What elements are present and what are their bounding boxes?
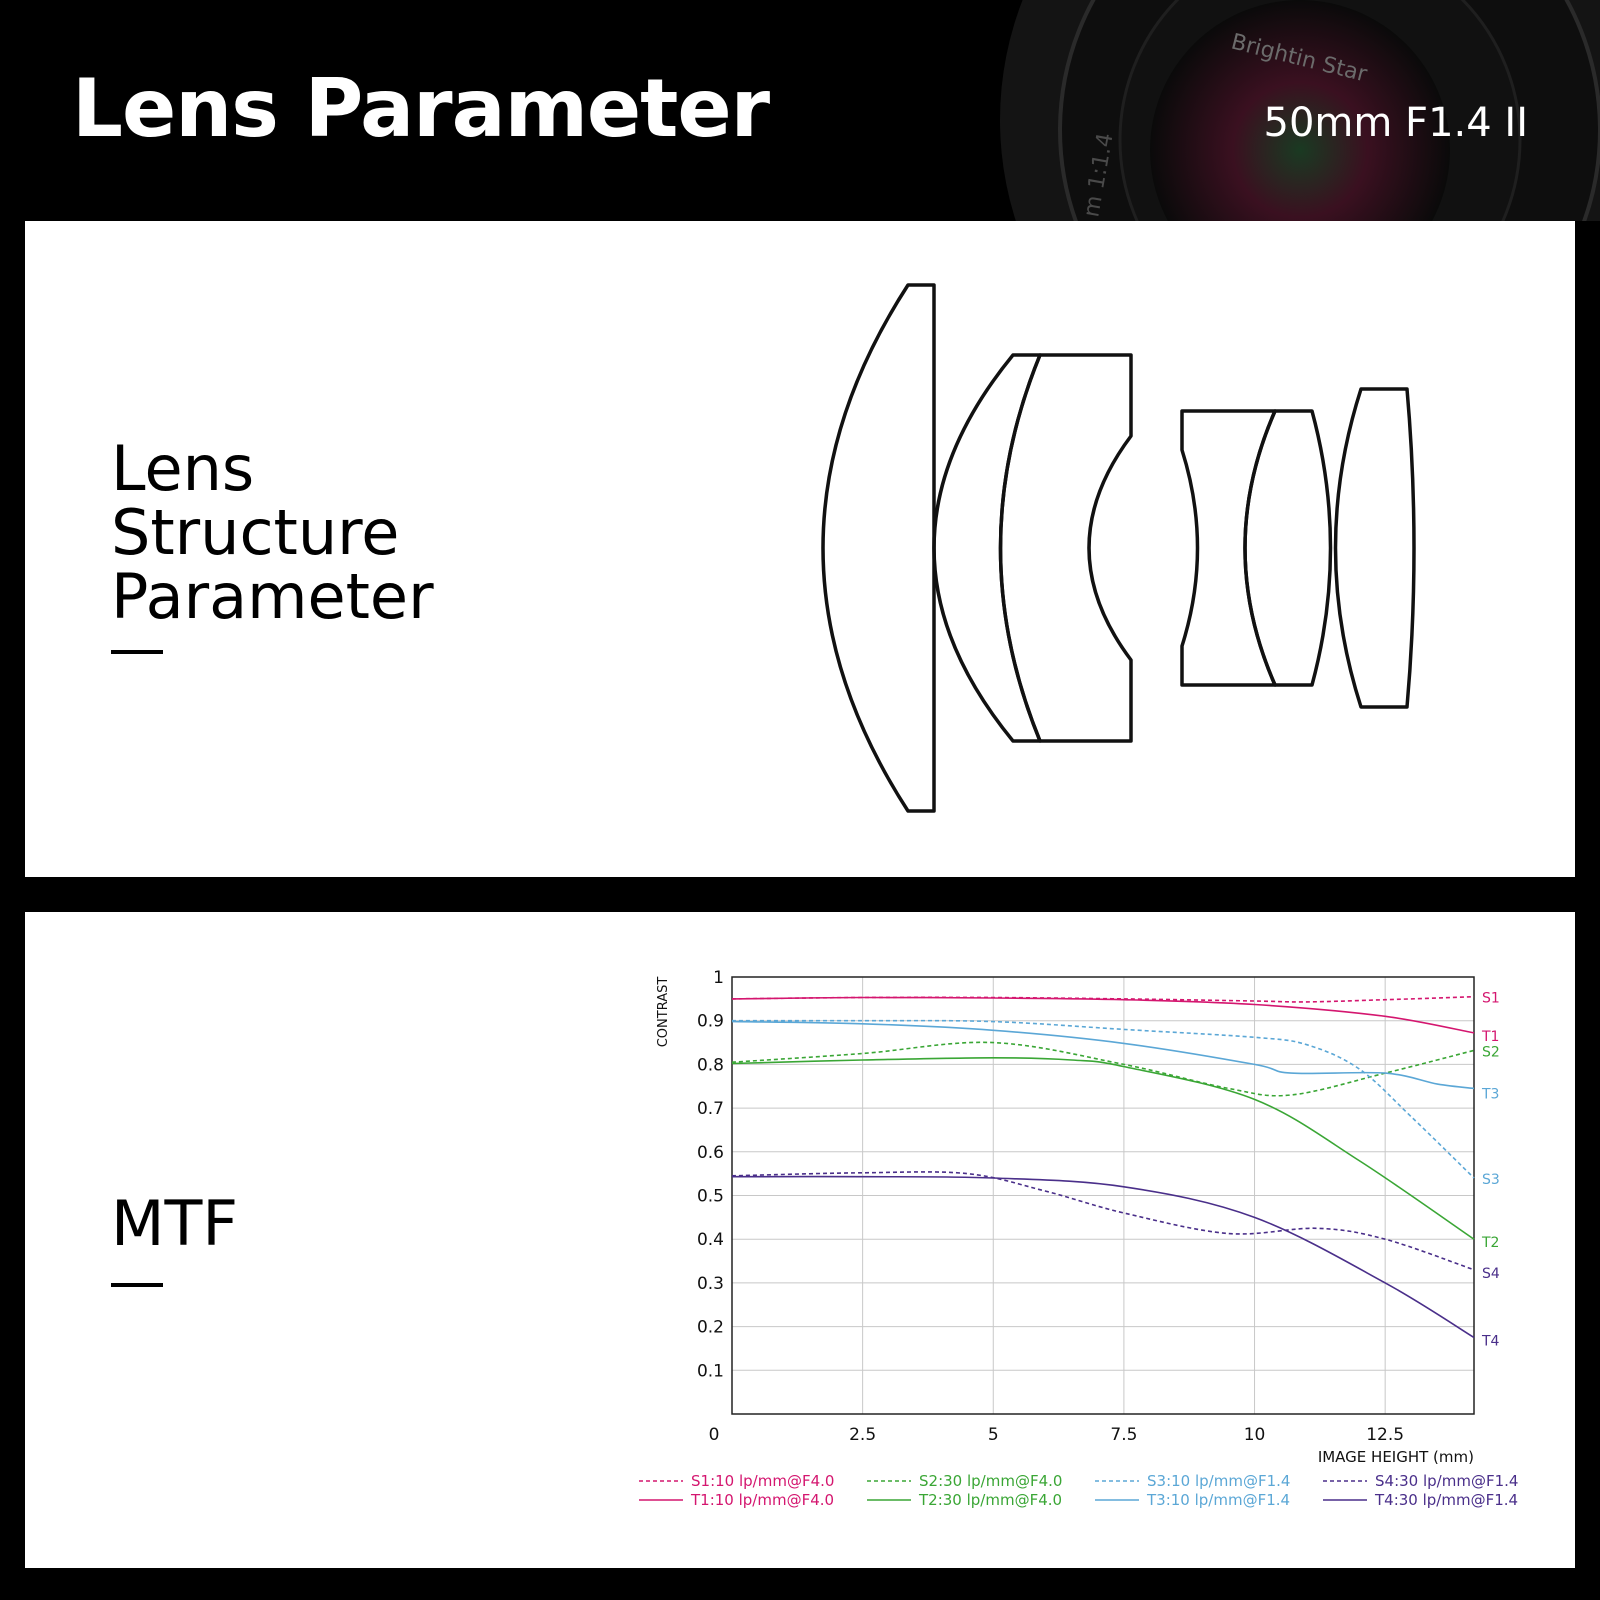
lens-model: 50mm F1.4 II: [1263, 100, 1528, 146]
page-title: Lens Parameter: [72, 62, 770, 155]
legend-label-t2: T2:30 lp/mm@F4.0: [918, 1491, 1062, 1509]
series-line-t1: [731, 996, 1475, 1034]
y-tick-label: 1: [713, 968, 724, 988]
series-end-label-s1: S1: [1482, 991, 1500, 1007]
header: Brightin Star m 1:1.4 Lens Parameter 50m…: [0, 0, 1600, 221]
lens-element-6: [1333, 387, 1416, 709]
x-tick-label: 2.5: [849, 1425, 876, 1445]
y-tick-label: 0.6: [697, 1143, 724, 1163]
y-tick-label: 0.8: [697, 1055, 724, 1075]
legend-label-t3: T3:10 lp/mm@F1.4: [1146, 1491, 1290, 1509]
y-tick-label: 0.7: [697, 1099, 724, 1119]
legend-label-t1: T1:10 lp/mm@F4.0: [690, 1491, 834, 1509]
y-tick-label: 0.5: [697, 1187, 724, 1207]
series-line-t2: [731, 1056, 1475, 1240]
lens-element-5: [1243, 409, 1333, 687]
y-tick-label: 0.9: [697, 1012, 724, 1032]
lens-structure-panel: Lens Structure Parameter: [25, 221, 1575, 877]
legend-label-s3: S3:10 lp/mm@F1.4: [1147, 1472, 1290, 1490]
series-end-label-s4: S4: [1482, 1266, 1500, 1282]
lens-glass: [1150, 0, 1450, 221]
x-tick-label: 5: [988, 1425, 999, 1445]
y-tick-label: 0.3: [697, 1274, 724, 1294]
lens-element-3: [998, 353, 1133, 743]
series-end-label-t3: T3: [1481, 1086, 1499, 1102]
series-end-label-t2: T2: [1481, 1235, 1499, 1251]
legend-label-s4: S4:30 lp/mm@F1.4: [1375, 1472, 1518, 1490]
series-line-t3: [731, 1020, 1475, 1090]
mtf-chart: 0 2.5 5 7.5 10 12.5 0.1 0.2 0.3 0.4 0.5 0.6 0.7 0.8 0.…: [639, 968, 1518, 1509]
plot-frame: [731, 976, 1475, 1415]
lens-photo: Brightin Star m 1:1.4: [1000, 0, 1600, 221]
y-tick-label: 0.1: [697, 1361, 724, 1381]
series-line-t4: [731, 1175, 1475, 1339]
lens-element-1: [821, 283, 936, 813]
y-tick-label: 0.2: [697, 1318, 724, 1338]
lens-structure-underline: [111, 650, 163, 654]
lens-structure-title-line-1: Lens: [111, 432, 255, 505]
x-tick-label: 12.5: [1366, 1425, 1404, 1445]
series-end-label-t4: T4: [1481, 1334, 1500, 1350]
x-tick-label: 0: [709, 1425, 720, 1445]
y-axis-label: CONTRAST: [656, 977, 671, 1048]
lens-element-2: [932, 353, 1042, 743]
y-tick-label: 0.4: [697, 1230, 724, 1250]
series-end-label-t1: T1: [1481, 1029, 1499, 1045]
legend-label-t4: T4:30 lp/mm@F1.4: [1374, 1491, 1518, 1509]
lens-structure-title-line-2: Structure: [111, 496, 400, 569]
x-axis-label: IMAGE HEIGHT (mm): [1318, 1448, 1474, 1466]
mtf-title: MTF: [111, 1187, 239, 1260]
series-end-label-s3: S3: [1482, 1172, 1500, 1188]
mtf-underline: [111, 1283, 163, 1287]
lens-structure-title-line-3: Parameter: [111, 560, 434, 633]
legend-label-s2: S2:30 lp/mm@F4.0: [919, 1472, 1062, 1490]
x-tick-label: 7.5: [1110, 1425, 1137, 1445]
series-line-s2: [731, 1041, 1475, 1097]
legend-label-s1: S1:10 lp/mm@F4.0: [691, 1472, 834, 1490]
lens-structure-title: Lens Structure Parameter: [111, 437, 434, 629]
series-line-s3: [731, 1019, 1475, 1179]
series-line-s4: [731, 1171, 1475, 1271]
series-end-label-s2: S2: [1482, 1044, 1500, 1060]
x-tick-label: 10: [1244, 1425, 1266, 1445]
series-line-s1: [731, 995, 1475, 1003]
lens-structure-diagram: [821, 283, 1416, 813]
